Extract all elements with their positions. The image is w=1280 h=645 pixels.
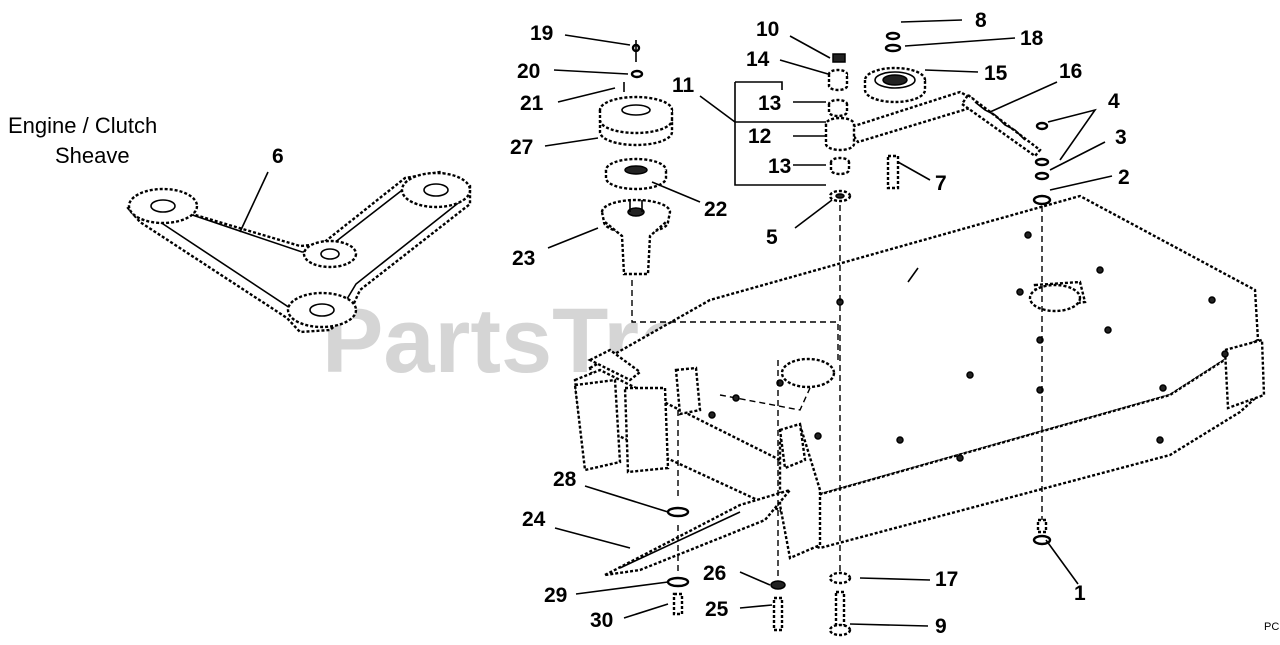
callout-7: 7 (935, 172, 947, 195)
callout-6: 6 (272, 145, 284, 168)
callout-9: 9 (935, 615, 947, 638)
callout-3: 3 (1115, 126, 1127, 149)
corner-code: PC (1264, 621, 1279, 633)
idler-arm (846, 90, 1042, 158)
callout-22: 22 (704, 198, 727, 221)
callout-16: 16 (1059, 60, 1082, 83)
callout-21: 21 (520, 92, 544, 115)
callout-27: 27 (510, 136, 533, 159)
callout-5: 5 (766, 226, 778, 249)
callout-15: 15 (984, 62, 1008, 85)
caption-sheave: Sheave (55, 143, 130, 168)
callout-11: 11 (672, 74, 695, 97)
belt-routing-inset (126, 170, 472, 334)
callout-18: 18 (1020, 27, 1044, 50)
callout-10: 10 (756, 18, 779, 41)
callout-13-lower: 13 (768, 155, 791, 178)
idler-pulley-stack (824, 31, 927, 575)
callout-1: 1 (1074, 582, 1086, 605)
callout-23: 23 (512, 247, 535, 270)
callout-25: 25 (705, 598, 729, 621)
spindle-assembly (598, 40, 674, 276)
deck-hardware-right (1032, 121, 1052, 546)
blade (604, 487, 794, 577)
callout-24: 24 (522, 508, 546, 531)
callout-19: 19 (530, 22, 553, 45)
callout-2: 2 (1118, 166, 1130, 189)
callout-20: 20 (517, 60, 540, 83)
callout-14: 14 (746, 48, 770, 71)
mower-deck (573, 194, 1266, 560)
callout-labels: 19 10 8 18 14 20 15 11 16 21 13 4 27 12 … (272, 9, 1130, 638)
callout-8: 8 (975, 9, 987, 32)
callout-30: 30 (590, 609, 613, 632)
callout-28: 28 (553, 468, 577, 491)
caption-engine-clutch: Engine / Clutch (8, 113, 157, 138)
leader-lines (239, 19, 1113, 627)
callout-26: 26 (703, 562, 726, 585)
callout-29: 29 (544, 584, 567, 607)
callout-4: 4 (1108, 90, 1120, 113)
callout-12: 12 (748, 125, 771, 148)
callout-13-upper: 13 (758, 92, 781, 115)
deck-hardware-bottom (666, 360, 852, 637)
callout-17: 17 (935, 568, 958, 591)
